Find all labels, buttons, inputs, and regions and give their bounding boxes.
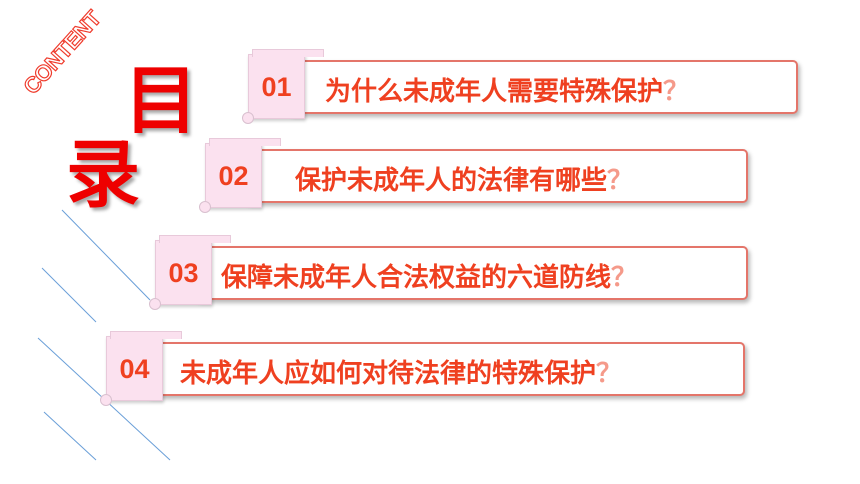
deco-line (43, 411, 97, 461)
toc-item-box: 保护未成年人的法律有哪些？ (245, 149, 748, 203)
number-tab: 02 (199, 138, 281, 213)
deco-line (61, 209, 151, 301)
deco-line (41, 267, 97, 323)
title-char-mu: 目 (124, 58, 198, 144)
toc-item-label: 保护未成年人的法律有哪些？ (295, 166, 634, 196)
toc-item-box: 未成年人应如何对待法律的特殊保护？ (146, 342, 745, 396)
item-number: 01 (261, 72, 292, 102)
number-tab: 03 (149, 235, 231, 310)
number-tab: 04 (100, 331, 182, 406)
number-tab: 01 (242, 49, 324, 124)
item-number: 03 (168, 258, 199, 288)
item-number: 02 (218, 161, 249, 191)
toc-item-label: 保障未成年人合法权益的六道防线？ (221, 263, 638, 293)
toc-item-label: 未成年人应如何对待法律的特殊保护？ (180, 359, 623, 389)
toc-item-box: 为什么未成年人需要特殊保护？ (288, 60, 798, 114)
toc-item-box: 保障未成年人合法权益的六道防线？ (195, 246, 748, 300)
toc-item-label: 为什么未成年人需要特殊保护？ (325, 77, 690, 107)
title-char-lu: 录 (66, 132, 140, 218)
item-number: 04 (119, 354, 150, 384)
